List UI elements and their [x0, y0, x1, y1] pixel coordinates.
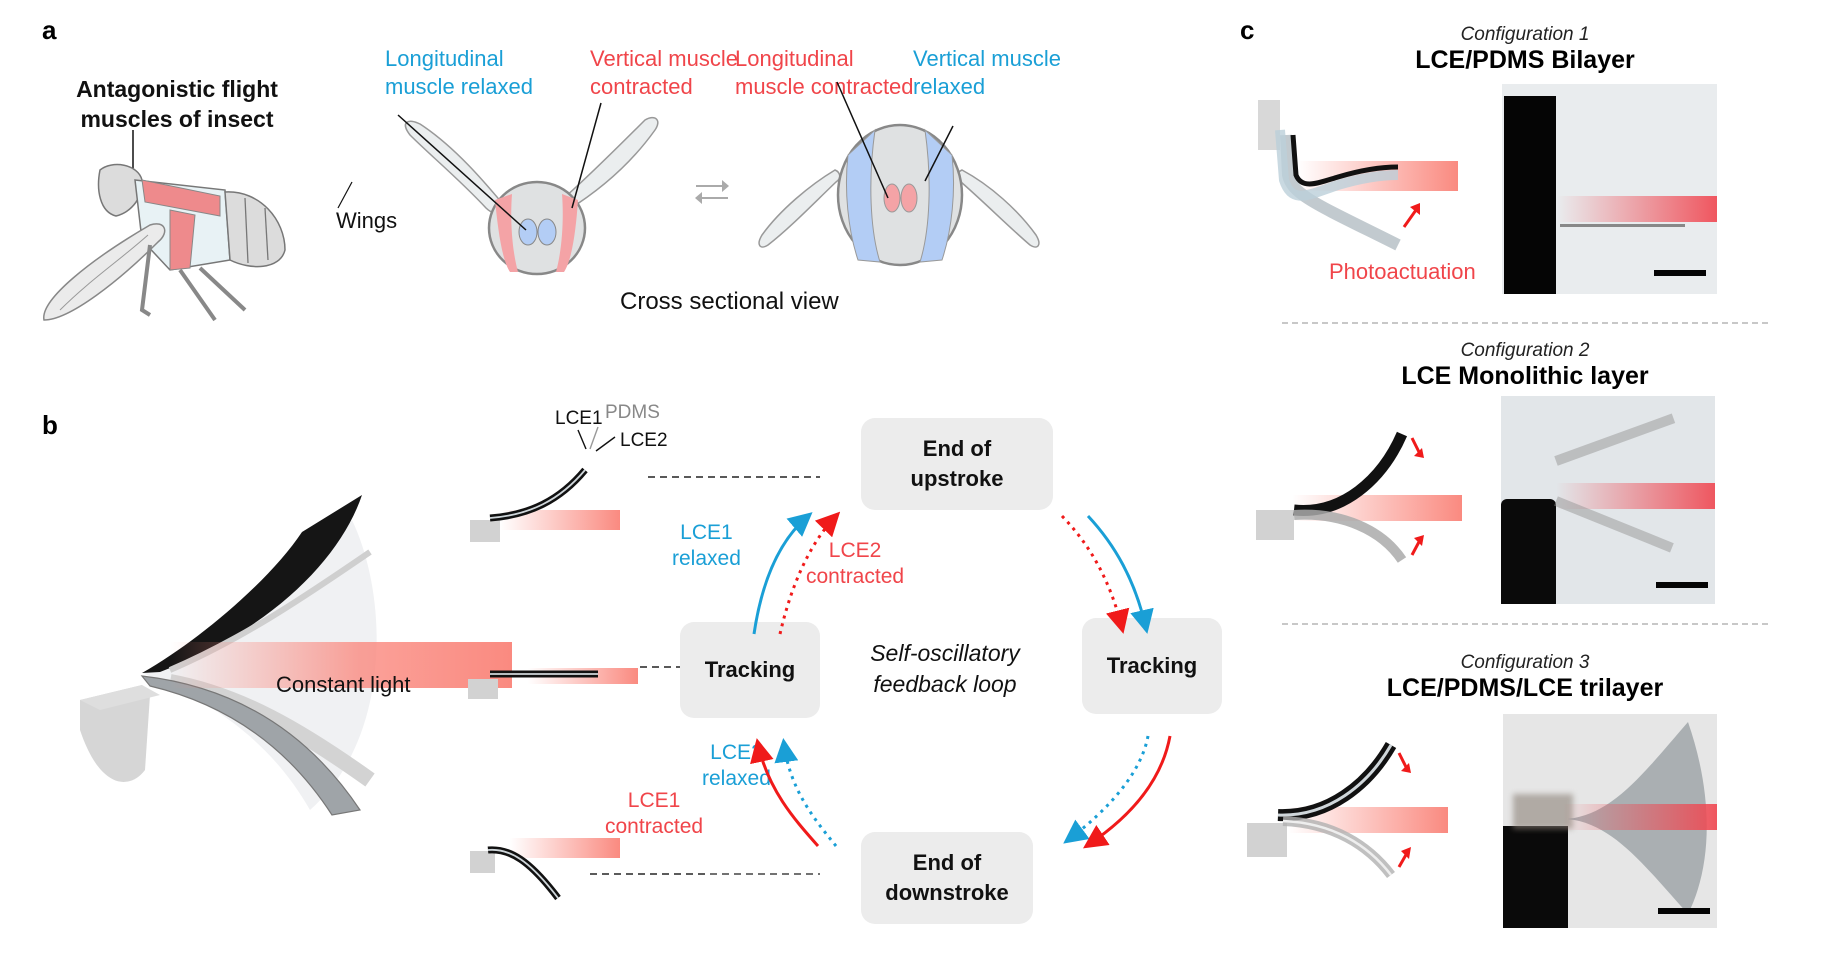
photo-light-beam	[1556, 483, 1715, 509]
layer-leader-lines	[577, 426, 616, 452]
panel-label-b: b	[42, 410, 58, 440]
label-lce1-contracted-l2: contracted	[605, 815, 704, 839]
feedback-loop-line2: feedback loop	[873, 671, 1017, 698]
layer-label-lce2: LCE2	[620, 430, 668, 451]
node-bottom-line1: End of	[912, 850, 982, 876]
a-left-vertical-line2: contracted	[590, 73, 693, 99]
config-1-photo	[1502, 84, 1717, 294]
arrow-lce2-relaxed	[774, 738, 838, 847]
config-3-subtitle: Configuration 3	[1460, 652, 1590, 673]
a-left-longitudinal-line2: muscle relaxed	[385, 73, 533, 99]
a-left-longitudinal-line1: Longitudinal	[385, 46, 504, 71]
config-3-photo	[1503, 714, 1717, 928]
constant-light-label: Constant light	[276, 672, 411, 697]
label-lce1-relaxed: LCE1 relaxed	[672, 520, 741, 573]
wings-label: Wings	[336, 208, 398, 233]
arrow-blue-dotted-right-bottom	[1063, 735, 1150, 844]
arrow-red-dotted-right-down	[1060, 514, 1130, 634]
panel-label-c: c	[1240, 15, 1255, 45]
strip-neutral-icon	[468, 668, 638, 699]
config-3-caption: Configuration 3 LCE/PDMS/LCE trilayer	[1265, 652, 1785, 703]
label-lce2-contracted: LCE2 contracted	[806, 538, 904, 591]
a-left-longitudinal-label: Longitudinal muscle relaxed	[385, 45, 533, 100]
photo-light-beam	[1557, 196, 1717, 222]
arrow-blue-right-down	[1086, 514, 1154, 634]
arrow-lce2-contracted	[778, 511, 841, 635]
arrow-lce1-contracted	[750, 738, 820, 847]
config-2-photo	[1501, 396, 1715, 604]
node-end-of-downstroke: End of downstroke	[861, 832, 1033, 924]
config-separator-1	[1282, 322, 1768, 324]
panel-label-a: a	[42, 15, 57, 45]
a-right-vertical-line2: relaxed	[913, 73, 986, 99]
a-left-vertical-line1: Vertical muscle	[590, 46, 738, 71]
config-2-monolithic-diagram	[1256, 431, 1462, 563]
config-2-title: LCE Monolithic layer	[1401, 362, 1649, 390]
photo-clamp	[1504, 96, 1556, 294]
insect-title-line1: Antagonistic flight	[76, 76, 278, 102]
config-1-subtitle: Configuration 1	[1460, 24, 1590, 45]
node-end-of-upstroke: End of upstroke	[861, 418, 1053, 510]
insect-title: Antagonistic flight muscles of insect	[52, 75, 302, 135]
a-right-vertical-line1: Vertical muscle	[913, 46, 1061, 71]
config-2-caption: Configuration 2 LCE Monolithic layer	[1265, 340, 1785, 391]
config-1-title: LCE/PDMS Bilayer	[1415, 46, 1635, 74]
label-lce1-contracted-l1: LCE1	[627, 789, 681, 812]
a-left-vertical-label: Vertical muscle contracted	[590, 45, 738, 100]
arrow-lce1-relaxed	[752, 512, 813, 635]
photo-light-beam	[1563, 804, 1717, 830]
a-right-longitudinal-line1: Longitudinal	[735, 46, 854, 71]
photo-strip-up	[1554, 413, 1676, 466]
photo-clamp	[1501, 499, 1556, 604]
node-tracking-left: Tracking	[680, 622, 820, 718]
layer-label-lce1: LCE1	[555, 408, 603, 429]
label-lce2-relaxed-l2: relaxed	[702, 767, 771, 791]
insect-title-line2: muscles of insect	[80, 105, 274, 132]
config-separator-2	[1282, 623, 1768, 625]
scale-bar	[1656, 582, 1708, 588]
cantilever-oscillation-illustration	[80, 495, 512, 816]
label-lce2-contracted-l2: contracted	[806, 565, 905, 589]
thorax-cross-section-contracted-icon	[758, 81, 1040, 267]
label-lce1-relaxed-l1: LCE1	[680, 521, 733, 544]
photo-strip	[1560, 224, 1685, 227]
cross-section-caption: Cross sectional view	[620, 288, 839, 315]
feedback-loop-line1: Self-oscillatory	[870, 640, 1020, 666]
scale-bar	[1658, 908, 1710, 914]
label-lce2-relaxed: LCE2 relaxed	[702, 740, 771, 793]
a-right-longitudinal-label: Longitudinal muscle contracted	[735, 45, 914, 100]
strip-upstroke-icon	[470, 467, 620, 542]
config-2-subtitle: Configuration 2	[1460, 340, 1590, 361]
a-right-vertical-label: Vertical muscle relaxed	[913, 45, 1061, 100]
label-lce2-relaxed-l1: LCE2	[710, 741, 763, 764]
config-1-caption: Configuration 1 LCE/PDMS Bilayer	[1265, 24, 1785, 75]
feedback-loop-label: Self-oscillatory feedback loop	[850, 638, 1040, 700]
strip-downstroke-icon	[470, 838, 620, 901]
config-3-trilayer-diagram	[1247, 741, 1448, 879]
a-right-longitudinal-line2: muscle contracted	[735, 73, 914, 99]
label-lce2-contracted-l1: LCE2	[828, 539, 882, 562]
node-bottom-line2: downstroke	[885, 880, 1009, 905]
label-lce1-relaxed-l2: relaxed	[672, 547, 741, 571]
config-1-bilayer-diagram	[1258, 100, 1458, 251]
photo-clamp	[1503, 826, 1568, 928]
thorax-cross-section-icon	[337, 102, 659, 276]
label-lce1-contracted: LCE1 contracted	[605, 788, 703, 841]
layer-label-pdms: PDMS	[605, 402, 660, 423]
photoactuation-label: Photoactuation	[1329, 259, 1476, 284]
node-top-line1: End of	[922, 436, 992, 462]
arrow-red-right-bottom	[1083, 735, 1172, 849]
node-top-line2: upstroke	[910, 466, 1004, 491]
insect-illustration	[43, 130, 286, 322]
equilibrium-arrows-icon	[695, 180, 729, 204]
scale-bar	[1654, 270, 1706, 276]
config-3-title: LCE/PDMS/LCE trilayer	[1386, 674, 1664, 702]
node-tracking-right: Tracking	[1082, 618, 1222, 714]
